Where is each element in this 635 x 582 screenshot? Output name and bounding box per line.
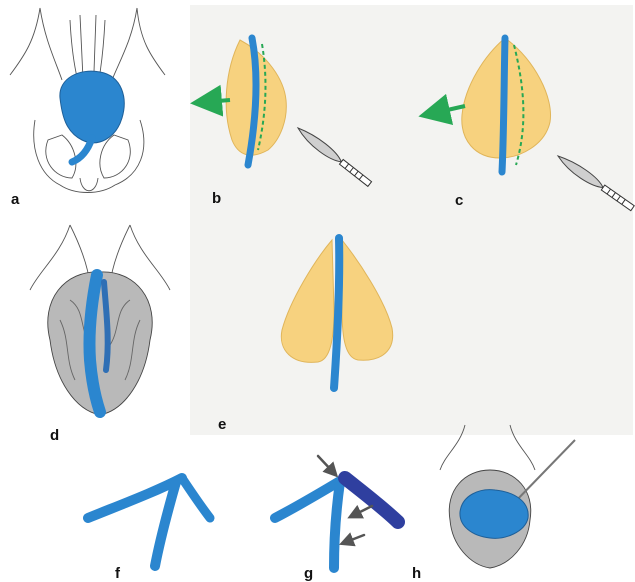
- panel-label-g: g: [304, 566, 313, 581]
- blue-strut-d-inner: [104, 282, 108, 370]
- panel-f: [88, 478, 210, 566]
- arrow-icon: [354, 506, 372, 515]
- panel-d: [30, 225, 170, 415]
- panel-label-d: d: [50, 428, 59, 443]
- arrow-icon: [206, 100, 230, 102]
- panel-label-c: c: [455, 193, 463, 208]
- nostril-right: [100, 135, 130, 178]
- blue-graft-shield: [60, 71, 124, 143]
- blue-strut-g-vertical: [334, 482, 340, 568]
- instrument-line: [512, 440, 575, 505]
- nasal-outline-right: [112, 8, 165, 80]
- panel-label-f: f: [115, 566, 120, 581]
- panel-label-b: b: [212, 191, 221, 206]
- arrow-icon: [346, 535, 364, 542]
- panel-label-e: e: [218, 417, 226, 432]
- blue-strip-c: [502, 38, 505, 172]
- arrow-icon: [318, 456, 333, 472]
- panel-g: [275, 456, 398, 568]
- columella: [80, 178, 98, 191]
- blue-graft-h: [460, 490, 528, 539]
- panel-label-h: h: [412, 566, 421, 581]
- nostril-left: [46, 135, 76, 178]
- nasal-outline-left: [10, 8, 62, 80]
- blue-strut-f-short: [182, 478, 210, 518]
- blue-graft-strut: [72, 138, 92, 162]
- panel-label-a: a: [11, 192, 19, 207]
